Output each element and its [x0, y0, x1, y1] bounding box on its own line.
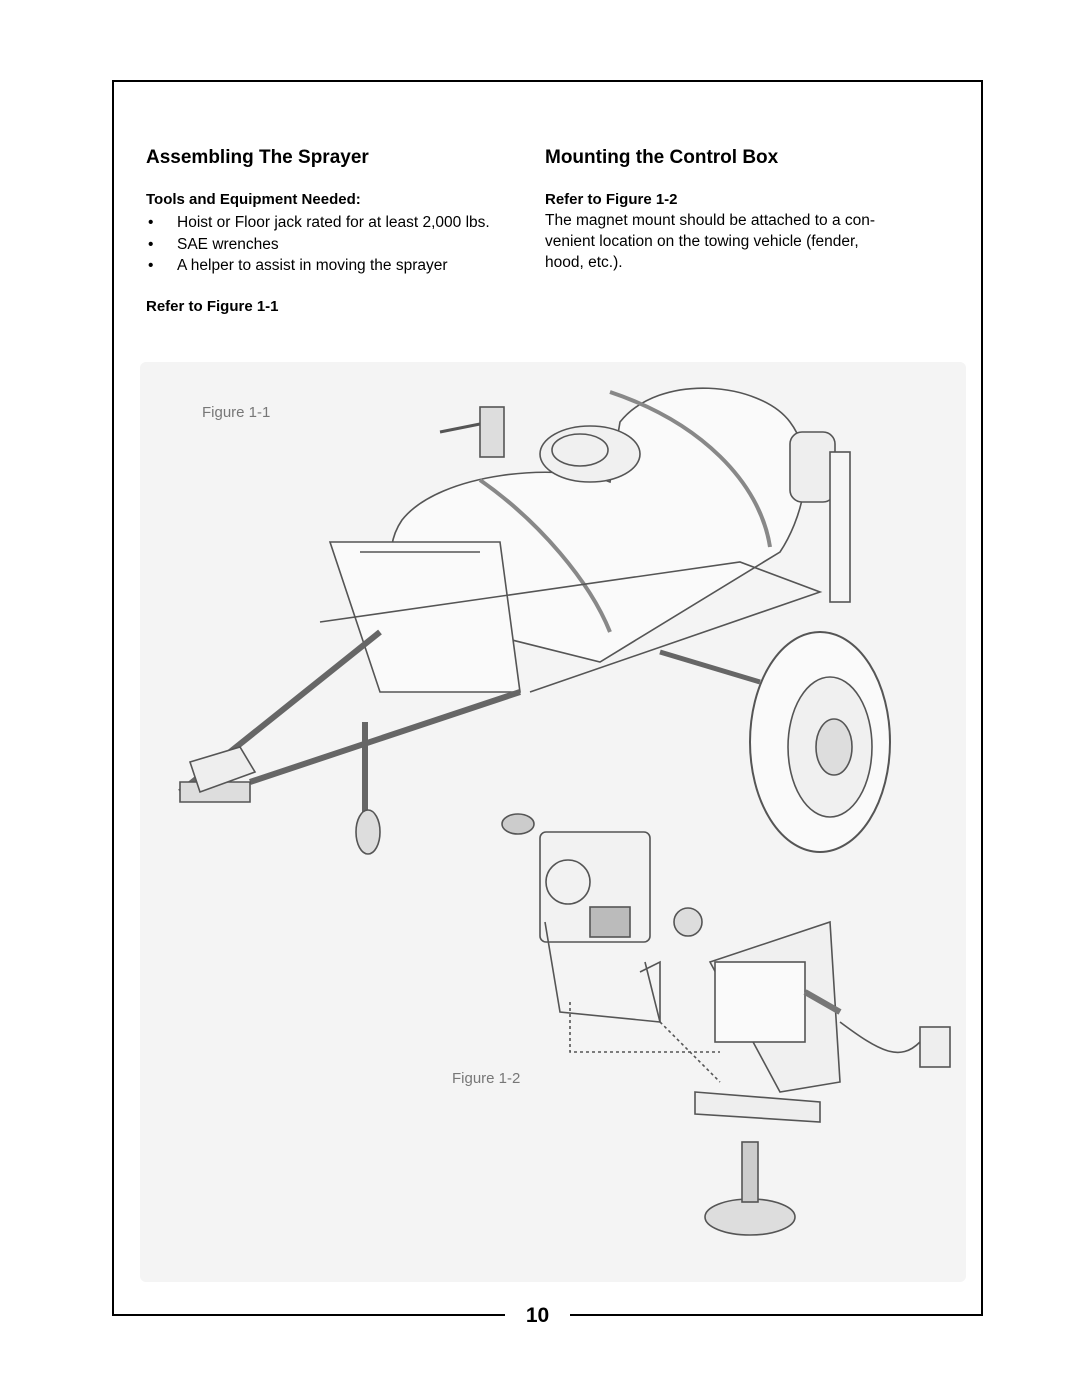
assembling-heading: Assembling The Sprayer — [146, 147, 369, 168]
footer-rule-left — [112, 1314, 505, 1316]
paragraph-line: hood, etc.). — [545, 254, 623, 271]
page-number: 10 — [525, 1304, 550, 1327]
bullet: • — [148, 235, 154, 253]
tools-list: •Hoist or Floor jack rated for at least … — [146, 212, 526, 277]
figure-1-1-label: Figure 1-1 — [202, 404, 271, 421]
tools-heading: Tools and Equipment Needed: — [146, 191, 361, 208]
list-item: •A helper to assist in moving the spraye… — [146, 255, 526, 277]
footer-rule-right — [570, 1314, 983, 1316]
paragraph-line: The magnet mount should be attached to a… — [545, 212, 876, 229]
paragraph-line: venient location on the towing vehicle (… — [545, 233, 859, 250]
refer-figure-1-2: Refer to Figure 1-2 — [545, 191, 678, 208]
mounting-section: Mounting the Control Box Refer to Figure… — [545, 146, 945, 273]
list-item: •SAE wrenches — [146, 234, 526, 256]
figure-1-2-label: Figure 1-2 — [452, 1070, 521, 1087]
sprayer-illustration: Figure 1-1 Figure 1-2 — [140, 362, 966, 1282]
sprayer-drawing — [140, 362, 966, 1282]
bullet: • — [148, 257, 154, 274]
mounting-paragraph: The magnet mount should be attached to a… — [545, 210, 945, 273]
mounting-heading: Mounting the Control Box — [545, 147, 779, 168]
page-border — [112, 80, 983, 1316]
assembling-section: Assembling The Sprayer Tools and Equipme… — [146, 146, 526, 317]
bullet: • — [148, 214, 154, 231]
list-item: •Hoist or Floor jack rated for at least … — [146, 212, 526, 234]
refer-figure-1-1: Refer to Figure 1-1 — [146, 297, 279, 315]
